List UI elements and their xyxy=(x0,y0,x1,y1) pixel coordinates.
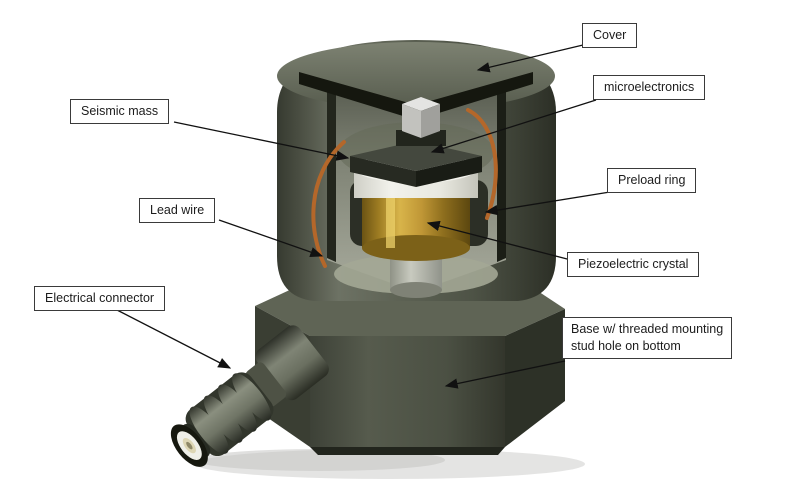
lead-wire-right-graphic xyxy=(466,108,498,220)
internal-components xyxy=(311,97,498,298)
preload-ring-arrow xyxy=(484,191,611,216)
cover-arrow xyxy=(476,44,584,73)
seismic-mass-arrow xyxy=(173,121,350,161)
cut-face-right xyxy=(497,86,506,262)
label-lead-wire: Lead wire xyxy=(139,198,216,223)
cut-face-left xyxy=(327,86,336,262)
microelectronics-graphic xyxy=(402,97,440,138)
label-base-line1: Base w/ threaded mounting xyxy=(571,322,724,336)
label-piezoelectric-crystal: Piezoelectric crystal xyxy=(567,252,700,277)
seismic-mass-graphic xyxy=(350,141,482,187)
lead-wire-arrow xyxy=(218,219,324,258)
label-cover: Cover xyxy=(582,23,638,48)
label-piezoelectric-crystal-text: Piezoelectric crystal xyxy=(578,257,689,271)
label-lead-wire-text: Lead wire xyxy=(150,203,205,217)
label-preload-ring: Preload ring xyxy=(607,168,697,193)
label-electrical-connector: Electrical connector xyxy=(34,286,166,311)
piezoelectric-crystal-graphic xyxy=(362,196,470,261)
label-cover-text: Cover xyxy=(593,28,627,42)
label-microelectronics-text: microelectronics xyxy=(604,80,695,94)
annotation-arrows xyxy=(116,44,611,389)
label-seismic-mass-text: Seismic mass xyxy=(81,104,159,118)
label-microelectronics: microelectronics xyxy=(593,75,706,100)
label-electrical-connector-text: Electrical connector xyxy=(45,291,155,305)
base-arrow xyxy=(444,360,566,389)
label-seismic-mass: Seismic mass xyxy=(70,99,170,124)
electrical-connector-arrow xyxy=(116,309,232,369)
label-base-line2: stud hole on bottom xyxy=(571,338,681,353)
piezoelectric-crystal-arrow xyxy=(426,220,572,261)
microelectronics-arrow xyxy=(430,99,597,154)
label-preload-ring-text: Preload ring xyxy=(618,173,686,187)
electrical-connector-graphic xyxy=(170,325,329,467)
label-base: Base w/ threaded mounting stud hole on b… xyxy=(562,317,733,359)
